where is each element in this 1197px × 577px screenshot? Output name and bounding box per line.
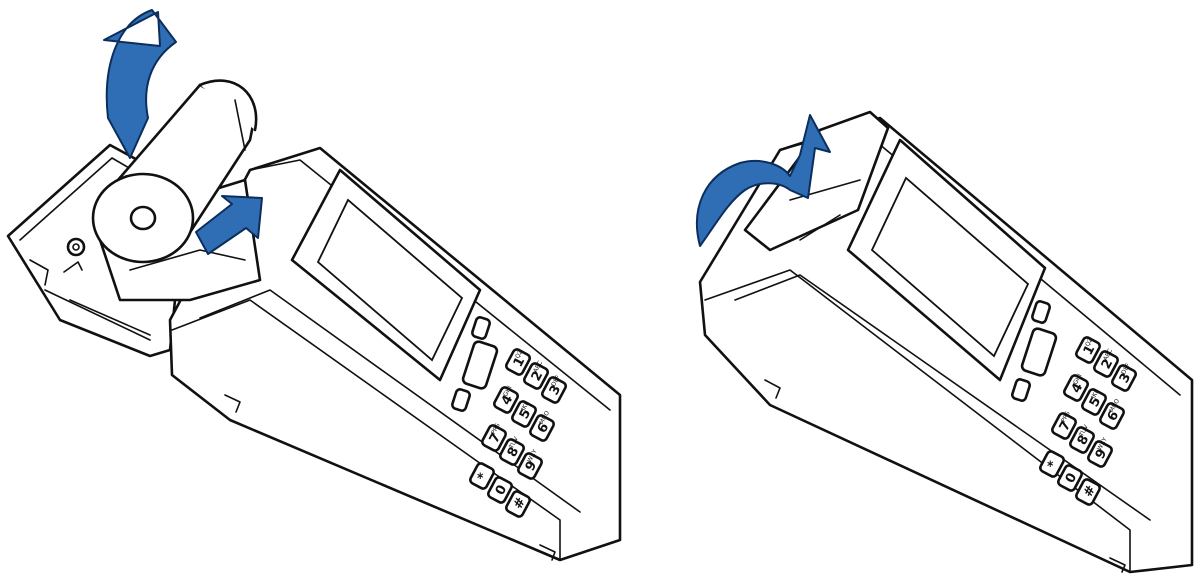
cover-hinge-gear-icon (68, 239, 84, 255)
